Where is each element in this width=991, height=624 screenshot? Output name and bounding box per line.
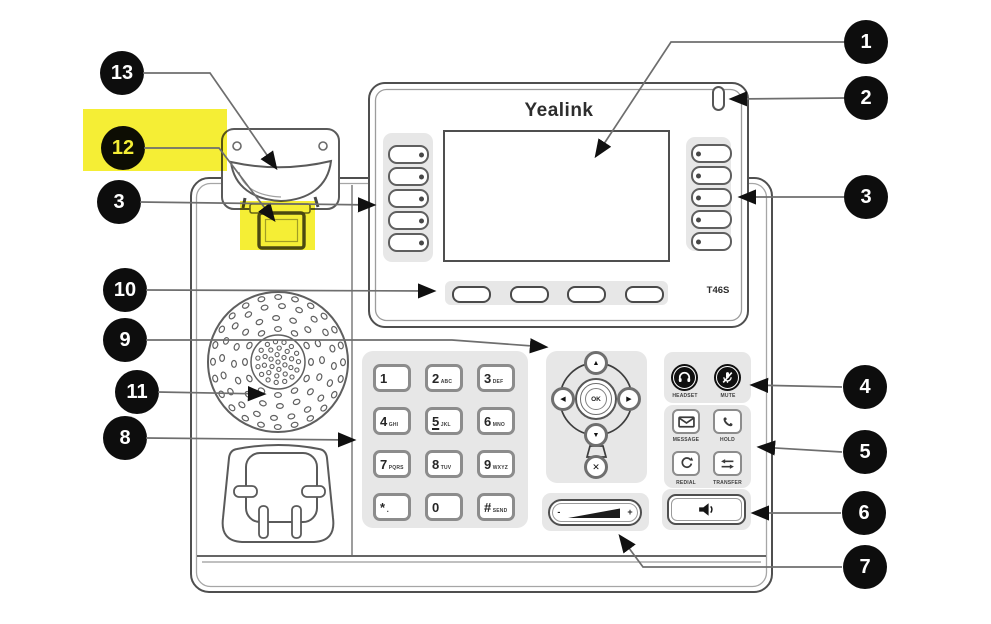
line-key[interactable] [388,233,429,252]
callout-13: 13 [100,51,144,95]
cancel-x-icon: ✕ [592,461,600,472]
speakerphone-button[interactable] [667,494,746,525]
nav-down-button[interactable]: ▼ [584,423,608,447]
message-button[interactable] [672,409,700,434]
bracket-screw-hole [232,141,242,151]
message-envelope-icon [677,415,695,428]
hold-button[interactable] [713,409,742,434]
line-key[interactable] [691,166,732,185]
model-label: T46S [706,285,730,296]
headset-button[interactable] [671,364,698,391]
callout-1: 1 [844,20,888,64]
line-key[interactable] [388,189,429,208]
nav-right-button[interactable]: ▶ [617,387,641,411]
volume-wedge-icon [567,508,620,518]
nav-left-button[interactable]: ◀ [551,387,575,411]
volume-key[interactable]: - + [548,499,642,526]
ok-button-label: OK [585,388,607,410]
keypad-key-0[interactable]: 0 [425,493,463,521]
headset-icon [678,372,691,382]
redial-label: REDIAL [676,479,696,486]
soft-key[interactable] [452,286,491,303]
mute-button[interactable] [714,364,741,391]
brand-logo: Yealink [524,100,594,121]
line-key[interactable] [388,167,429,186]
cancel-button[interactable]: ✕ [584,455,608,479]
soft-key[interactable] [625,286,664,303]
keypad-key-star[interactable]: *. [373,493,411,521]
keypad-key-pound[interactable]: #SEND [477,493,515,521]
line-key[interactable] [691,210,732,229]
line-key[interactable] [388,145,429,164]
volume-down-icon[interactable]: - [557,507,561,517]
mute-label: MUTE [720,392,736,399]
nav-up-button[interactable]: ▲ [584,351,608,375]
ok-button[interactable]: OK [575,378,617,420]
callout-3-left: 3 [97,180,141,224]
hold-label: HOLD [720,437,735,443]
lcd-screen [443,130,670,262]
handset-cradle-bracket [221,128,340,210]
soft-key[interactable] [567,286,606,303]
message-label: MESSAGE [672,437,700,443]
volume-up-icon[interactable]: + [627,507,633,517]
reversible-tab [249,203,311,250]
callout-10: 10 [103,268,147,312]
handset-rest-cup [221,444,335,543]
transfer-label: TRANSFER [713,479,742,486]
callout-4: 4 [843,365,887,409]
transfer-button[interactable] [713,451,742,476]
callout-9: 9 [103,318,147,362]
callout-11: 11 [115,370,159,414]
line-key[interactable] [691,232,732,251]
line-key[interactable] [691,144,732,163]
callout-5: 5 [843,430,887,474]
callout-7: 7 [843,545,887,589]
callout-12: 12 [101,126,145,170]
mute-icon [722,372,733,383]
redial-icon [681,457,693,468]
power-led-indicator [712,86,725,111]
callout-6: 6 [842,491,886,535]
line-key[interactable] [691,188,732,207]
line-key[interactable] [388,211,429,230]
keypad-key-1[interactable]: 1 [373,364,411,392]
redial-button[interactable] [672,451,700,476]
nav-up-icon: ▲ [592,359,600,367]
callout-3-right: 3 [844,175,888,219]
speaker-grille [207,291,349,433]
nav-right-icon: ▶ [626,395,632,403]
transfer-icon [721,458,734,469]
headset-label: HEADSET [672,392,698,399]
hold-handset-icon [723,417,732,427]
nav-left-icon: ◀ [560,395,566,403]
bracket-screw-hole [318,141,328,151]
callout-8: 8 [103,416,147,460]
soft-key[interactable] [510,286,549,303]
speakerphone-icon [699,503,713,516]
nav-down-icon: ▼ [592,431,600,439]
callout-2: 2 [844,76,888,120]
